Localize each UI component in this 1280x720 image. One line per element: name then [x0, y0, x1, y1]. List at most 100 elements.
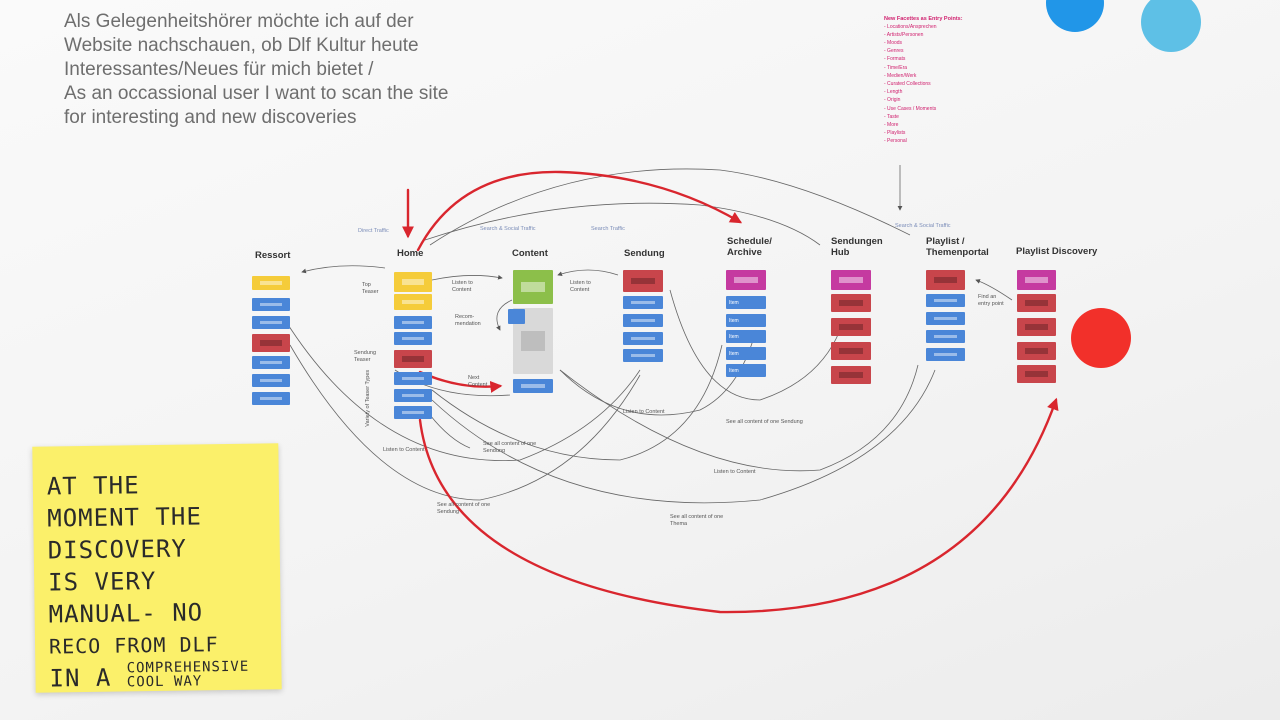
lightblue-dot-magnet — [1141, 0, 1201, 52]
facet-item: - Moods — [884, 39, 903, 46]
facet-item: - Playlists — [884, 130, 906, 137]
facet-item: - Curated Collections — [884, 80, 931, 87]
facet-item: - Formats — [884, 56, 906, 63]
ressort-item-card — [252, 356, 290, 369]
user-story-title: Als Gelegenheitshörer möchte ich auf der… — [64, 10, 584, 130]
schedule-item-label: Item — [729, 367, 739, 374]
discovery-playlist-card — [1017, 342, 1056, 360]
facet-item: - Origin — [884, 97, 901, 104]
title-line: for interesting and new discoveries — [64, 107, 357, 128]
ressort-item-card — [252, 316, 290, 329]
note-listen-bottom: Listen to Content — [714, 469, 756, 475]
hub-sendung-card — [831, 366, 871, 384]
home-top-teaser-card — [394, 294, 432, 310]
note-listen-bottom: Listen to Content — [383, 447, 425, 453]
facet-item: - Taste — [884, 113, 899, 120]
sticky-line: RECO FROM DLF — [48, 632, 219, 659]
facet-item: - More — [884, 121, 899, 128]
column-title-schedule: Schedule/ Archive — [727, 236, 772, 258]
sendung-item-card — [623, 296, 663, 309]
facets-list: New Facettes as Entry Points: - Location… — [884, 16, 994, 146]
content-hero-card — [513, 270, 553, 304]
schedule-item-label: Item — [729, 299, 739, 306]
sticky-line-last: IN A COMPREHENSIVE COOL WAY — [49, 659, 249, 695]
note-see-all-sendung: See all content of one Sendung — [726, 419, 803, 425]
schedule-item-label: Item — [729, 350, 739, 357]
discovery-playlist-card — [1017, 294, 1056, 312]
title-line: Als Gelegenheitshörer möchte ich auf der — [64, 11, 414, 32]
schedule-item-card: Item — [726, 347, 766, 360]
sendung-item-card — [623, 314, 663, 327]
note-see-all-sendung: See all content of one Sendung — [483, 441, 537, 454]
note-see-all-thema: See all content of one Thema — [670, 514, 724, 527]
column-title-ressort: Ressort — [255, 250, 291, 261]
sendung-item-card — [623, 332, 663, 345]
sticky-line: AT THE — [46, 471, 140, 501]
home-item-card — [394, 316, 432, 329]
title-line: Interessantes/Neues für mich bietet / — [64, 59, 374, 80]
facet-item: - Locations/Ansprechen — [884, 23, 937, 30]
schedule-item-card: Item — [726, 314, 766, 327]
discovery-playlist-card — [1017, 365, 1056, 383]
title-line: As an occassional user I want to scan th… — [64, 83, 449, 104]
home-item-card — [394, 332, 432, 345]
note-listen-content: Listen to Content — [452, 280, 473, 293]
hub-sendung-card — [831, 294, 871, 312]
red-dot-magnet — [1071, 308, 1131, 368]
schedule-item-label: Item — [729, 317, 739, 324]
discovery-header-card — [1017, 270, 1056, 290]
content-next-card — [513, 379, 553, 393]
schedule-header-card — [726, 270, 766, 290]
sticky-line: MANUAL- NO — [48, 598, 204, 629]
ressort-item-card — [252, 392, 290, 405]
discovery-playlist-card — [1017, 318, 1056, 336]
hub-header-card — [831, 270, 871, 290]
sendung-item-card — [623, 349, 663, 362]
column-title-content: Content — [512, 248, 548, 259]
traffic-label: Search & Social Traffic — [895, 223, 951, 229]
facet-item: - Artists/Personen — [884, 31, 924, 38]
facet-item: - Length — [884, 89, 903, 96]
red-flow-arrows — [402, 170, 1059, 614]
sticky-line: IS VERY — [47, 567, 157, 597]
note-sendung-teaser: Sendung Teaser — [354, 350, 377, 363]
sticky-last-word: COOL WAY — [126, 673, 203, 691]
note-find-entry: Find an entry point — [978, 294, 1004, 307]
column-title-sendung: Sendung — [624, 248, 665, 259]
title-line: Website nachschauen, ob Dlf Kultur heute — [64, 35, 419, 56]
content-recommendation-card — [508, 309, 525, 324]
schedule-item-card: Item — [726, 330, 766, 343]
note-see-all-sendung: See all content of one Sendung — [437, 502, 491, 515]
traffic-label: Search & Social Traffic — [480, 226, 536, 232]
ressort-item-card — [252, 374, 290, 387]
facet-item: - Genres — [884, 48, 904, 55]
column-title-playlist: Playlist / Themenportal — [926, 236, 989, 258]
traffic-label: Search Traffic — [591, 226, 625, 232]
facets-heading: New Facettes as Entry Points: — [884, 16, 963, 22]
home-top-teaser-card — [394, 272, 432, 292]
facet-item: - Time/Era — [884, 64, 908, 71]
facet-item: - Personal — [884, 138, 907, 145]
home-sendung-teaser-card — [394, 350, 432, 368]
schedule-item-card: Item — [726, 296, 766, 309]
facet-item: - Medien/Werk — [884, 72, 917, 79]
ressort-teaser-card — [252, 276, 290, 290]
playlist-item-card — [926, 348, 965, 361]
schedule-item-label: Item — [729, 333, 739, 340]
note-variety: Variety of Teaser Types — [365, 369, 372, 427]
traffic-label: Direct Traffic — [358, 228, 389, 234]
column-title-discovery: Playlist Discovery — [1016, 246, 1098, 257]
hub-sendung-card — [831, 318, 871, 336]
hub-sendung-card — [831, 342, 871, 360]
note-listen-content: Listen to Content — [570, 280, 591, 293]
sticky-note: AT THE MOMENT THE DISCOVERY IS VERY MANU… — [32, 443, 282, 695]
ressort-sendung-card — [252, 334, 290, 352]
home-item-card — [394, 389, 432, 402]
sticky-last-prefix: IN A — [49, 663, 112, 693]
sticky-line: DISCOVERY — [47, 534, 187, 565]
note-listen-bottom: Listen to Content — [623, 409, 665, 415]
column-title-home: Home — [397, 248, 424, 259]
schedule-item-card: Item — [726, 364, 766, 377]
home-item-card — [394, 406, 432, 419]
sendung-header-card — [623, 270, 663, 292]
